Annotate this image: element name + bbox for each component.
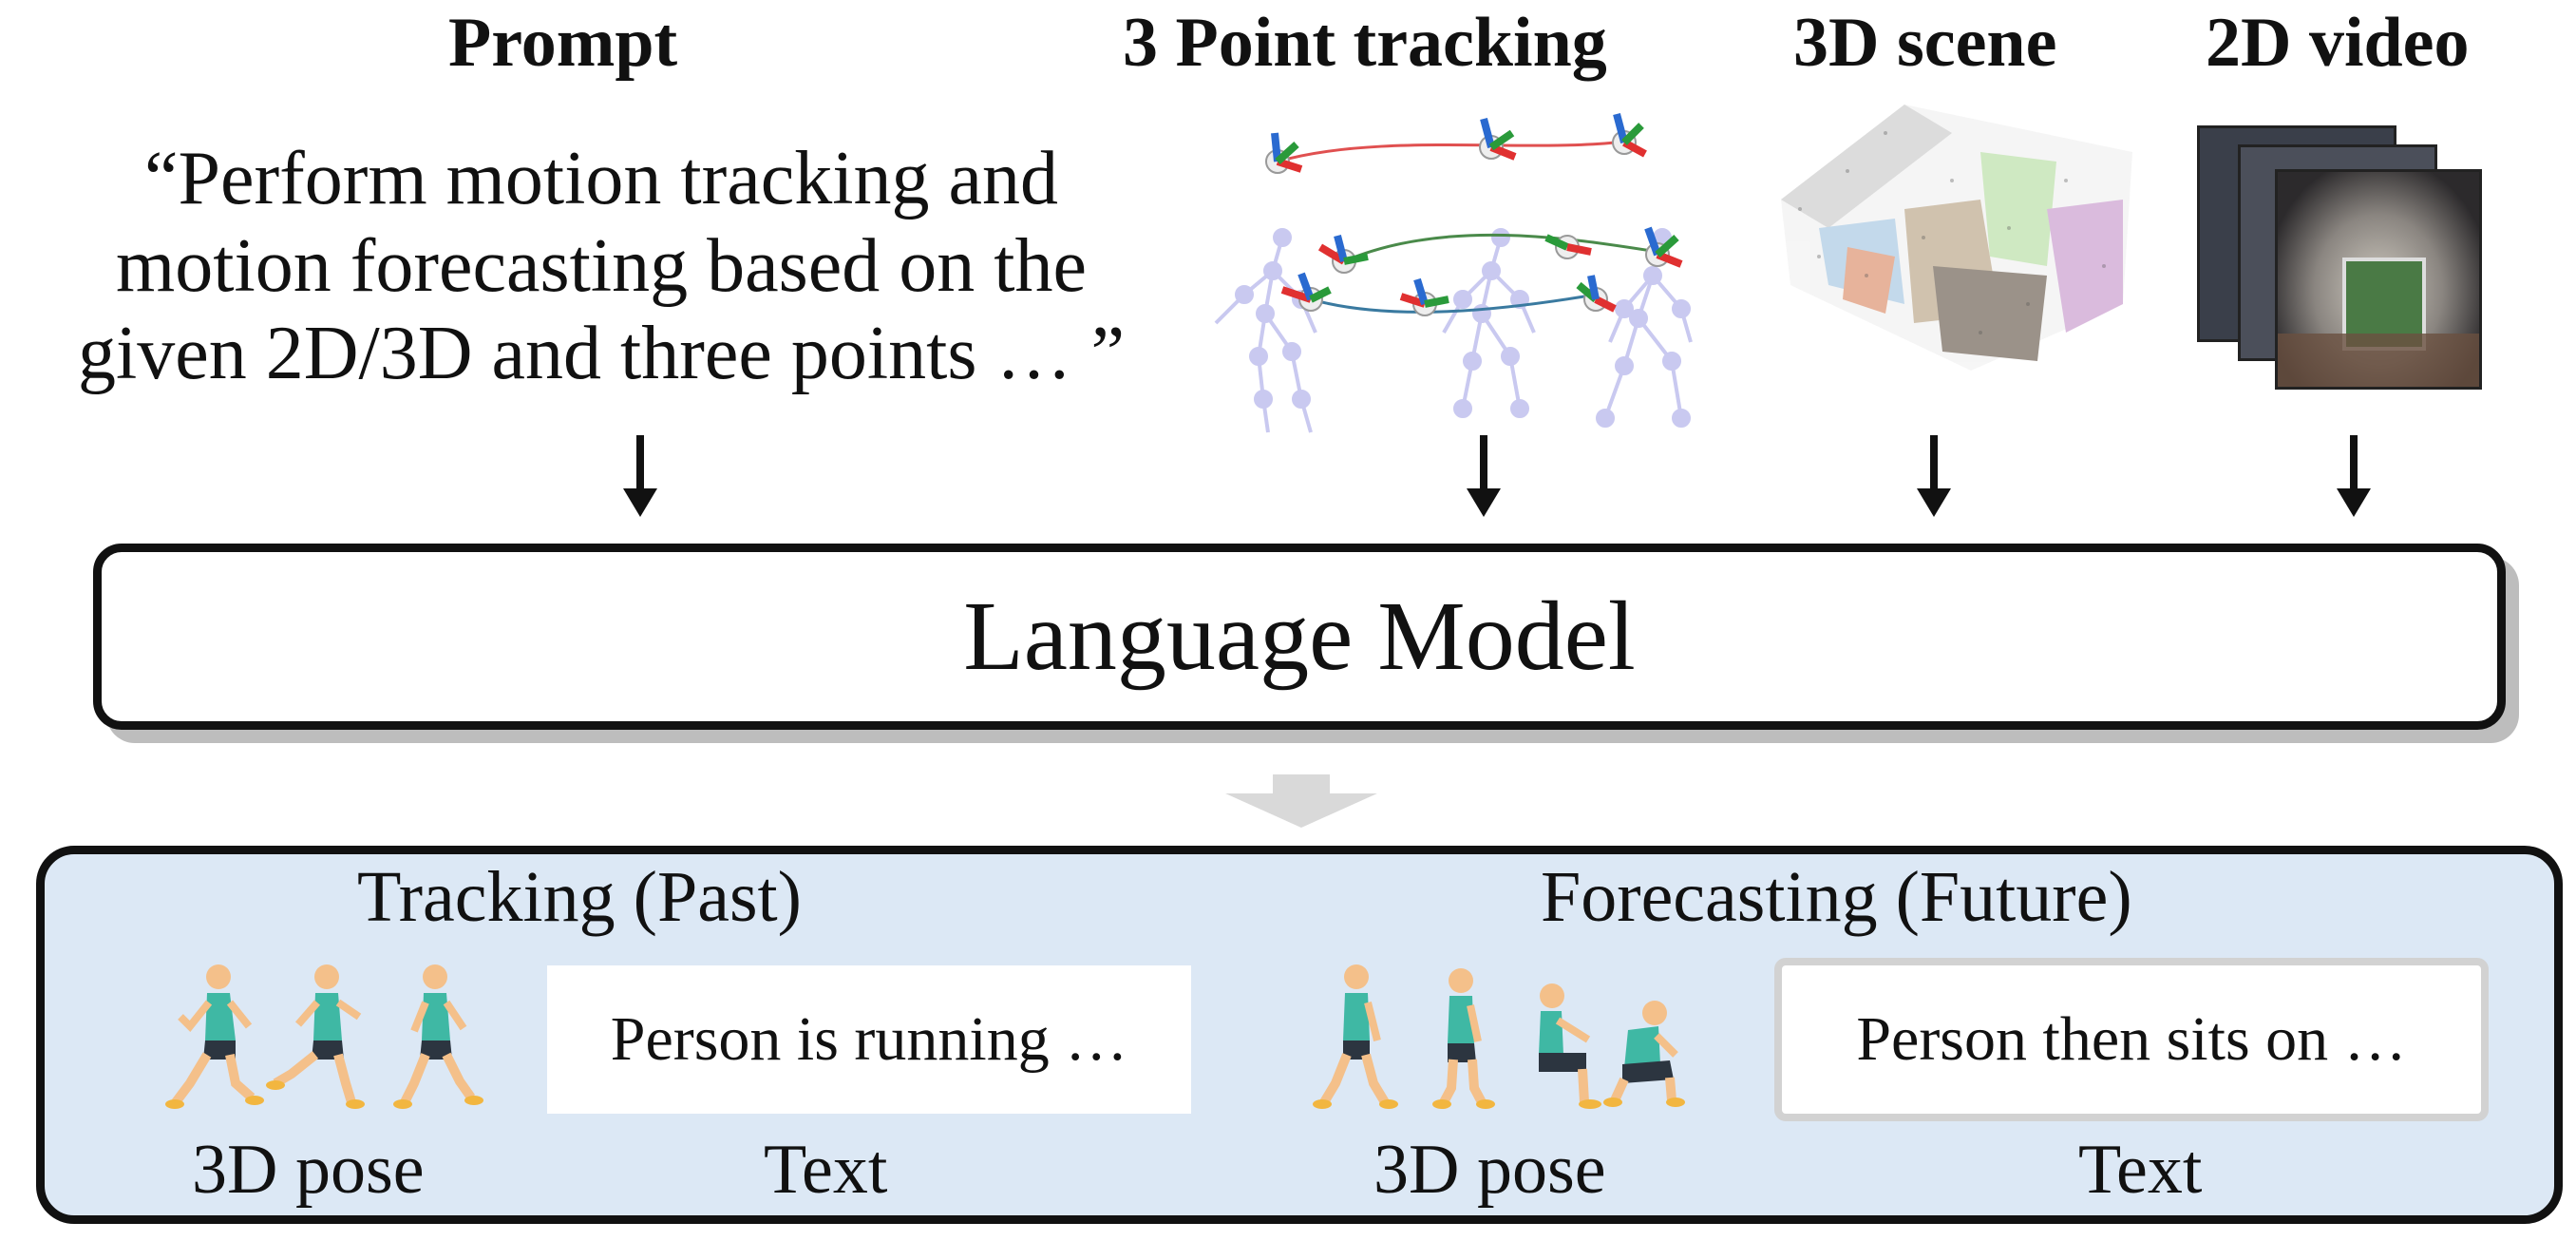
prompt-line: “Perform motion tracking and — [144, 137, 1058, 220]
gray-down-arrow-icon — [1225, 774, 1377, 828]
sitting-figure-icon — [1603, 1001, 1685, 1107]
forecasting-text-box: Person then sits on … — [1774, 958, 2489, 1121]
sitting-figure-icon — [1539, 983, 1601, 1109]
down-arrow-icon — [1917, 435, 1951, 517]
runner-icon — [266, 964, 365, 1109]
down-arrow-icon — [623, 435, 657, 517]
prompt-line: motion forecasting based on the — [116, 224, 1087, 308]
prompt-line: given 2D/3D and three points … ” — [78, 312, 1125, 395]
runner-icon — [393, 964, 483, 1109]
forecasting-pose-label: 3D pose — [1373, 1131, 1606, 1209]
tracking-header: 3 Point tracking — [1123, 4, 1607, 82]
scene-header: 3D scene — [1793, 4, 2057, 82]
down-arrow-icon — [2337, 435, 2371, 517]
3d-scene-pointcloud — [1781, 105, 2132, 371]
forecasting-text-label: Text — [2078, 1131, 2203, 1209]
language-model-label: Language Model — [963, 582, 1636, 691]
video-frame-front — [2275, 169, 2482, 390]
walking-figure-icon — [1432, 968, 1495, 1109]
prompt-header: Prompt — [448, 4, 678, 82]
tracking-text-label: Text — [764, 1131, 888, 1209]
down-arrow-icon — [1467, 435, 1501, 517]
tracking-pose-label: 3D pose — [192, 1131, 425, 1209]
tracking-title: Tracking (Past) — [357, 857, 802, 937]
language-model-box: Language Model — [93, 544, 2506, 730]
runner-icon — [165, 964, 264, 1109]
three-point-tracking-figure — [1214, 112, 1693, 433]
prompt-text: “Perform motion tracking and motion fore… — [8, 135, 1195, 397]
video-header: 2D video — [2206, 4, 2470, 82]
tracking-text-box: Person is running … — [547, 965, 1191, 1114]
walking-figure-icon — [1313, 964, 1398, 1109]
forecasting-title: Forecasting (Future) — [1541, 857, 2132, 937]
